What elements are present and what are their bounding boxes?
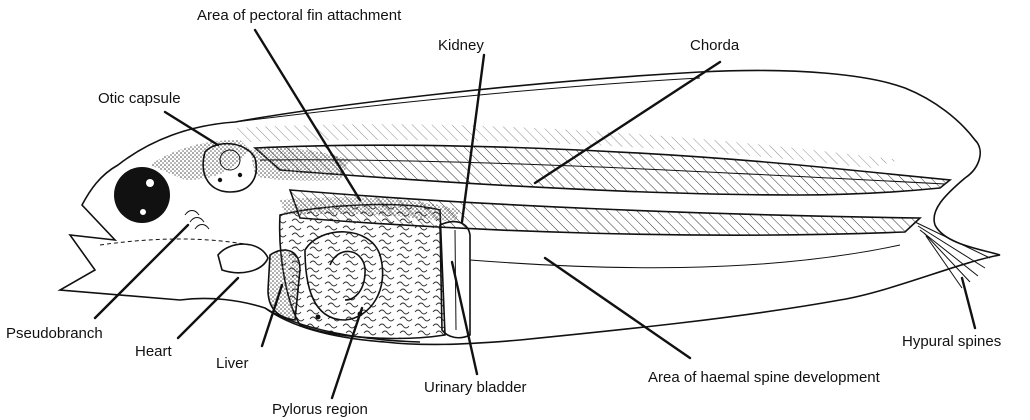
label-liver: Liver <box>216 355 249 372</box>
head-pigment <box>150 140 250 180</box>
label-heart: Heart <box>135 343 173 360</box>
otic-spot-2 <box>238 173 242 177</box>
label-hypural-spines: Hypural spines <box>902 333 1001 350</box>
haemal-leader <box>545 258 690 358</box>
label-pylorus-region: Pylorus region <box>272 401 368 418</box>
label-otic-capsule: Otic capsule <box>98 90 181 107</box>
label-pectoral-fin: Area of pectoral fin attachment <box>197 7 402 24</box>
otic-leader <box>165 112 218 145</box>
eye-highlight-2 <box>140 209 146 215</box>
otic-spot-1 <box>218 178 222 182</box>
heart-organ <box>218 244 268 273</box>
label-chorda: Chorda <box>690 37 740 54</box>
gut-spot <box>316 315 321 320</box>
label-kidney: Kidney <box>438 37 484 54</box>
eye-highlight <box>146 179 154 187</box>
label-urinary-bladder: Urinary bladder <box>424 379 527 396</box>
dorsal-fin-fold <box>235 78 700 122</box>
ventral-fold <box>470 245 900 268</box>
hypural-rays <box>915 222 990 288</box>
hypural-leader <box>962 278 975 328</box>
heart-leader <box>178 278 238 338</box>
gut-cavity <box>280 205 445 339</box>
label-haemal-spine: Area of haemal spine development <box>648 369 881 386</box>
gill-lines <box>100 211 250 246</box>
label-pseudobranch: Pseudobranch <box>6 325 103 342</box>
